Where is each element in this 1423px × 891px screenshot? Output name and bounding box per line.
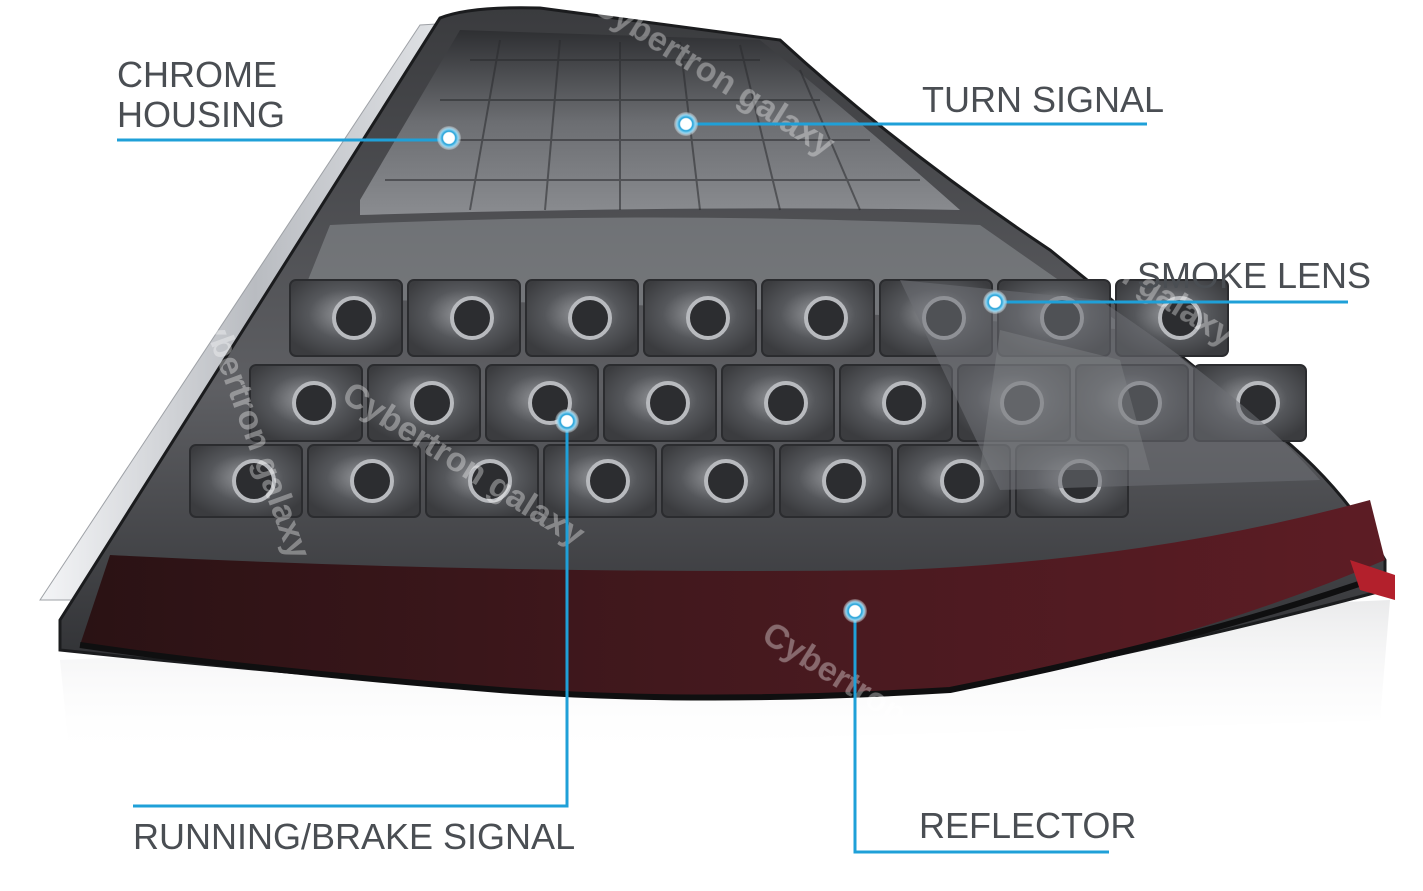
led-bulb <box>764 381 808 425</box>
running-brake-leader <box>133 421 569 808</box>
side-marker <box>1350 560 1395 600</box>
led-bulb <box>292 381 336 425</box>
running-brake-signal-label: RUNNING/BRAKE SIGNAL <box>133 816 576 857</box>
target-dot-icon <box>674 112 698 136</box>
led-bulb <box>568 296 612 340</box>
chrome-housing-label-line2: HOUSING <box>117 94 286 135</box>
led-bulb <box>1158 296 1202 340</box>
target-dot-icon <box>983 290 1007 314</box>
chrome-housing-label-line1: CHROME <box>117 54 277 95</box>
led-bulb <box>646 381 690 425</box>
led-bulb <box>804 296 848 340</box>
smoke-lens-label: SMOKE LENS <box>1137 255 1372 296</box>
led-bulb <box>410 381 454 425</box>
callout-markers <box>437 112 1007 623</box>
target-dot-icon <box>437 126 461 150</box>
led-bulb <box>940 459 984 503</box>
led-bulb <box>468 459 512 503</box>
turn-signal-label: TURN SIGNAL <box>922 79 1165 120</box>
led-bulb <box>450 296 494 340</box>
led-bulb <box>332 296 376 340</box>
led-bulb <box>882 381 926 425</box>
led-bulb <box>232 459 276 503</box>
turn-signal-chamber <box>360 30 960 215</box>
smoke-lens-highlight <box>900 280 1320 490</box>
led-bulb <box>350 459 394 503</box>
led-bulb <box>586 459 630 503</box>
led-bulb <box>704 459 748 503</box>
turn-signal-facets <box>385 39 920 211</box>
reflector-band <box>80 500 1385 698</box>
led-bulb <box>686 296 730 340</box>
target-dot-icon <box>843 599 867 623</box>
target-dot-icon <box>555 409 579 433</box>
reflector-leader <box>853 611 1109 854</box>
led-bulb <box>822 459 866 503</box>
reflector-label: REFLECTOR <box>919 805 1137 846</box>
chrome-housing-label: CHROME HOUSING <box>117 55 285 135</box>
